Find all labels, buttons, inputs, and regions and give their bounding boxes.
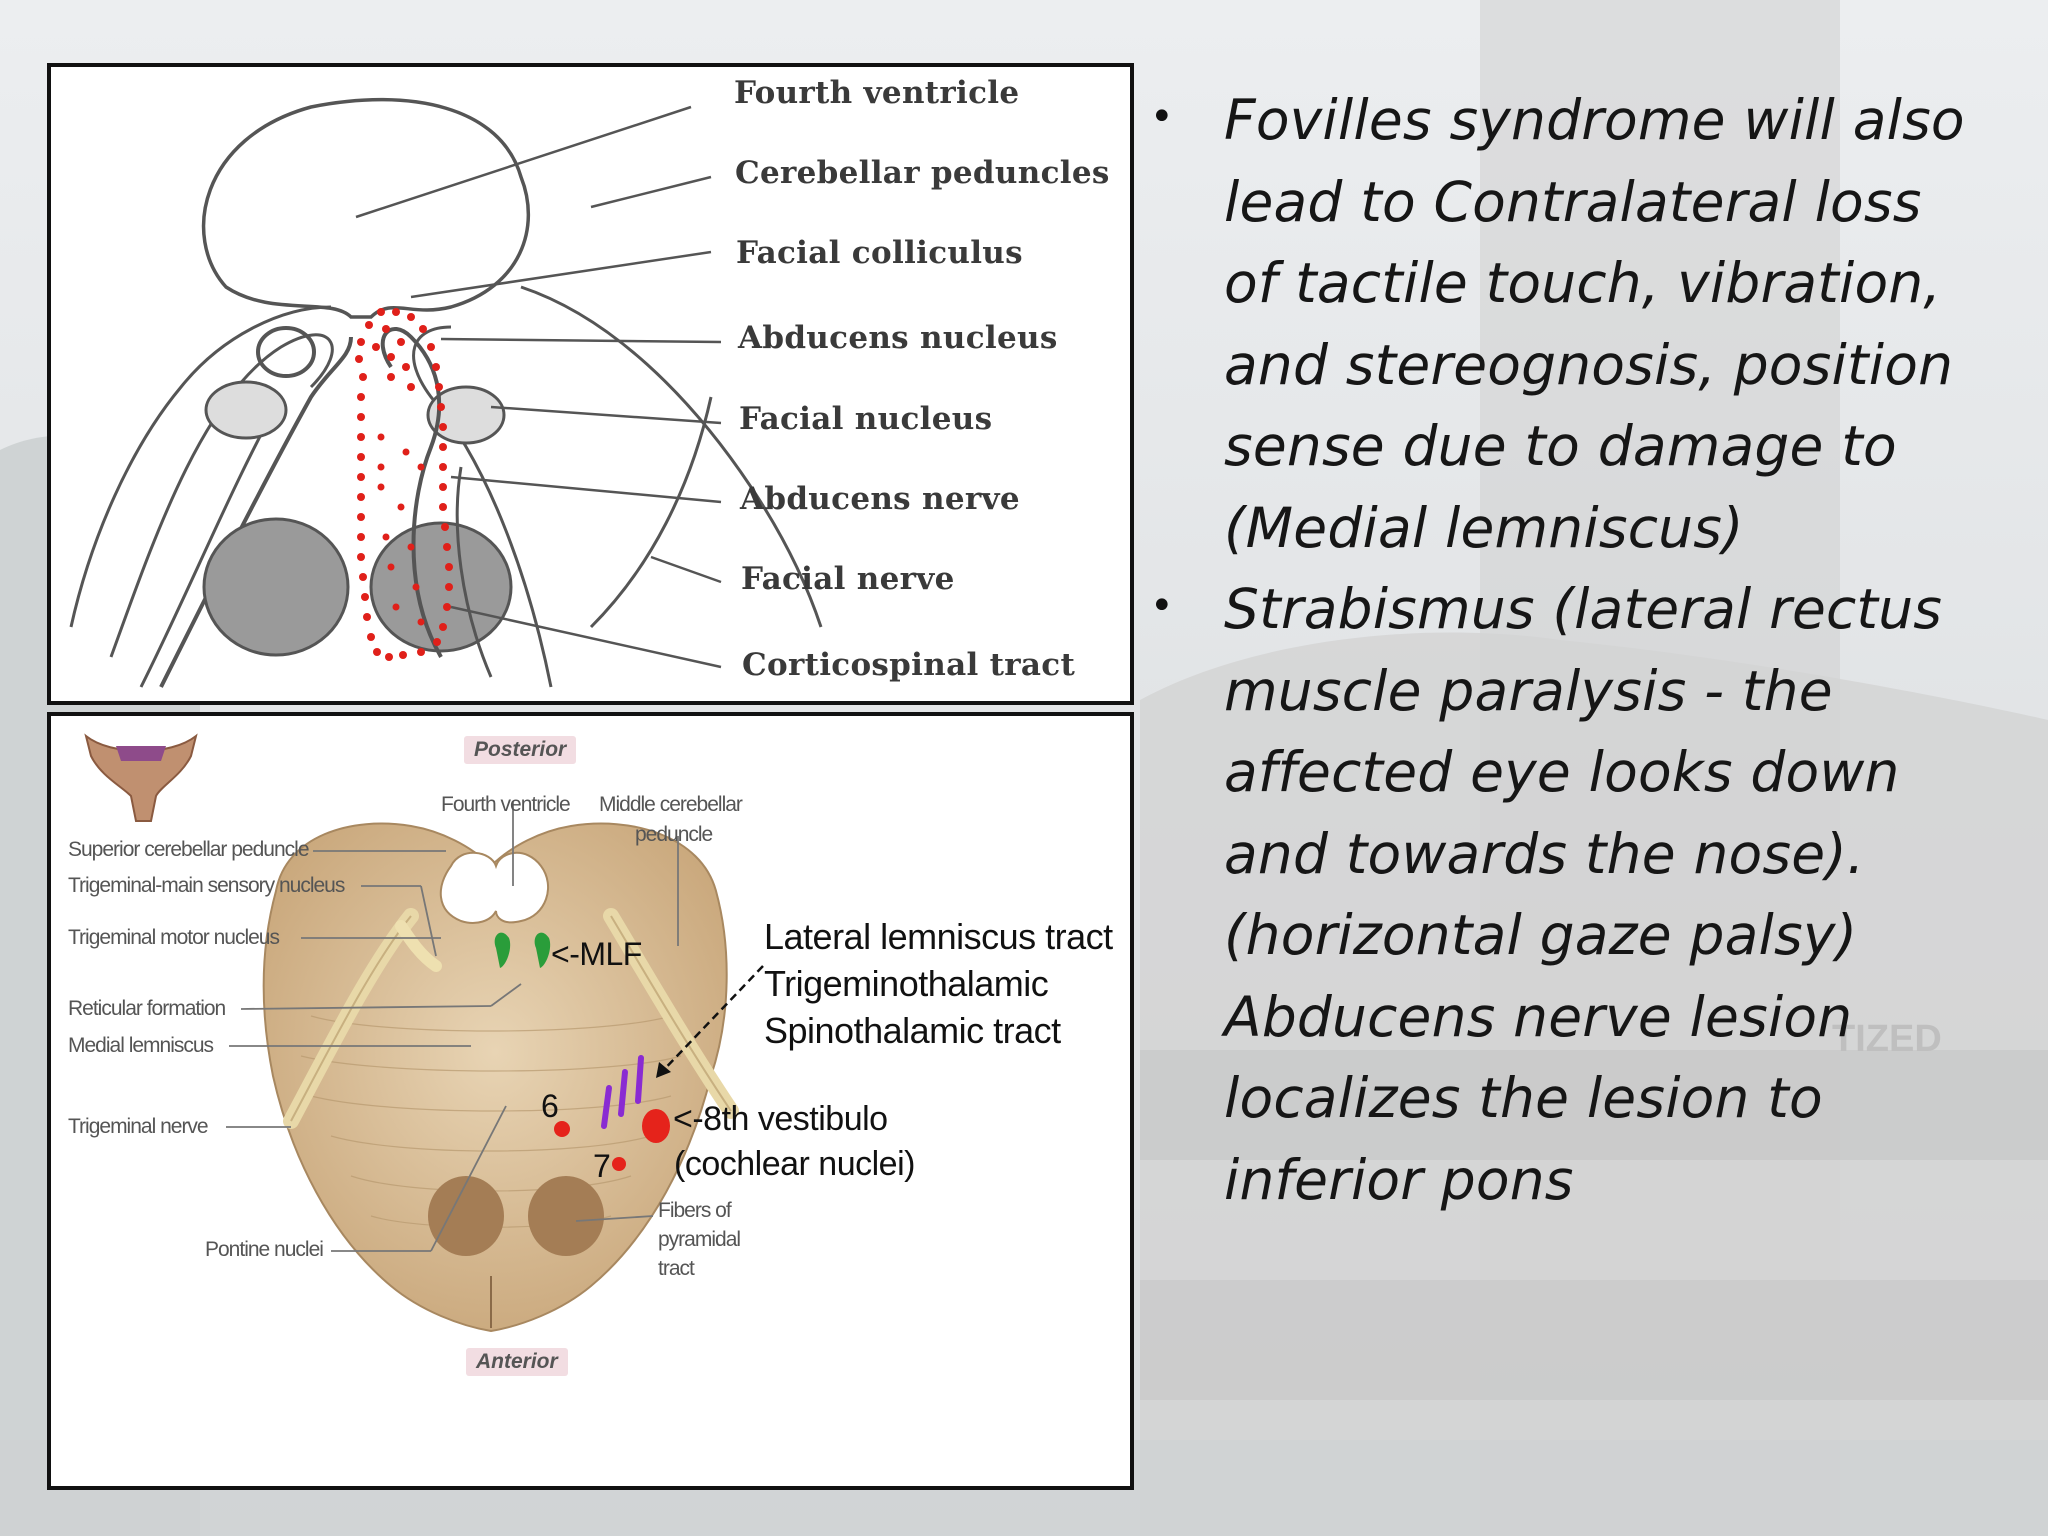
bullet-line: localizes the lesion to xyxy=(1224,1066,1823,1130)
bullet-line: lead to Contralateral loss xyxy=(1224,169,1922,234)
label-reticular-formation: Reticular formation xyxy=(68,997,226,1020)
label-lateral-lemniscus-tract: Lateral lemniscus tract xyxy=(764,916,1113,957)
label-anterior: Anterior xyxy=(466,1348,568,1376)
bullet-item-fovilles: • Fovilles syndrome will also lead to Co… xyxy=(1148,80,2038,569)
bullet-line: and towards the nose). xyxy=(1224,821,1865,886)
label-8th-vestibulo: <-8th vestibulo xyxy=(673,1100,888,1138)
label-tract: tract xyxy=(658,1257,695,1280)
pons-colored-drawing xyxy=(84,733,764,1333)
label-abducens-nucleus: Abducens nucleus xyxy=(738,320,1058,356)
label-abducens-nerve: Abducens nerve xyxy=(740,481,1020,517)
label-facial-nucleus: Facial nucleus xyxy=(739,401,993,437)
label-posterior: Posterior xyxy=(464,736,577,764)
label-cochlear-nuclei: (cochlear nuclei) xyxy=(674,1145,915,1183)
bullet-line: affected eye looks down xyxy=(1224,740,1900,804)
bullet-item-strabismus: • Strabismus (lateral rectus muscle para… xyxy=(1148,569,2038,1221)
bullet-line: sense due to damage to xyxy=(1224,414,1897,478)
bullet-text: Strabismus (lateral rectus muscle paraly… xyxy=(1224,569,2038,1221)
label-nucleus-6: 6 xyxy=(541,1088,559,1124)
bullet-line: and stereognosis, position xyxy=(1224,332,1954,397)
label-nucleus-7: 7 xyxy=(593,1148,611,1184)
bullet-line: (Medial lemniscus) xyxy=(1224,495,1744,560)
label-peduncle: peduncle xyxy=(635,823,713,846)
bullet-dot-icon: • xyxy=(1150,94,1174,140)
bullet-list: • Fovilles syndrome will also lead to Co… xyxy=(1148,80,2038,1221)
label-fourth-ventricle-small: Fourth ventricle xyxy=(441,793,571,816)
bullet-line: Fovilles syndrome will also xyxy=(1224,88,1965,152)
bullet-line: Strabismus (lateral rectus xyxy=(1224,577,1943,641)
label-superior-cerebellar-peduncle: Superior cerebellar peduncle xyxy=(68,838,309,861)
bullet-line: of tactile touch, vibration, xyxy=(1224,251,1942,315)
label-facial-nerve: Facial nerve xyxy=(741,561,955,597)
label-trigeminal-main-sensory-nucleus: Trigeminal-main sensory nucleus xyxy=(68,874,345,897)
pons-line-diagram: Fourth ventricle Cerebellar peduncles Fa… xyxy=(47,63,1134,705)
label-middle-cerebellar: Middle cerebellar xyxy=(599,793,743,816)
label-corticospinal-tract: Corticospinal tract xyxy=(742,647,1076,683)
label-trigeminothalamic: Trigeminothalamic xyxy=(764,963,1049,1004)
label-cerebellar-peduncles: Cerebellar peduncles xyxy=(735,155,1110,191)
bullet-line: (horizontal gaze palsy) xyxy=(1224,903,1858,967)
label-medial-lemniscus: Medial lemniscus xyxy=(68,1034,214,1057)
label-facial-colliculus: Facial colliculus xyxy=(736,235,1023,271)
label-pyramidal: pyramidal xyxy=(658,1228,741,1251)
pons-line-drawing xyxy=(69,97,823,688)
label-mlf: <-MLF xyxy=(551,936,642,972)
bullet-dot-icon: • xyxy=(1150,583,1174,629)
label-spinothalamic-tract: Spinothalamic tract xyxy=(764,1010,1061,1051)
pons-cross-section-diagram: Posterior Anterior Fourth ventricle Midd… xyxy=(47,712,1134,1490)
label-trigeminal-nerve: Trigeminal nerve xyxy=(68,1115,209,1138)
label-trigeminal-motor-nucleus: Trigeminal motor nucleus xyxy=(68,926,280,949)
bullet-line: Abducens nerve lesion xyxy=(1224,984,1853,1049)
label-pontine-nuclei: Pontine nuclei xyxy=(205,1238,324,1261)
bullet-text: Fovilles syndrome will also lead to Cont… xyxy=(1224,80,2038,569)
label-fourth-ventricle: Fourth ventricle xyxy=(734,75,1020,111)
bullet-line: muscle paralysis - the xyxy=(1224,658,1833,723)
bullet-line: inferior pons xyxy=(1224,1147,1574,1212)
background-watermark: TIZED xyxy=(1832,1018,1942,1060)
label-fibers-of: Fibers of xyxy=(658,1199,732,1222)
